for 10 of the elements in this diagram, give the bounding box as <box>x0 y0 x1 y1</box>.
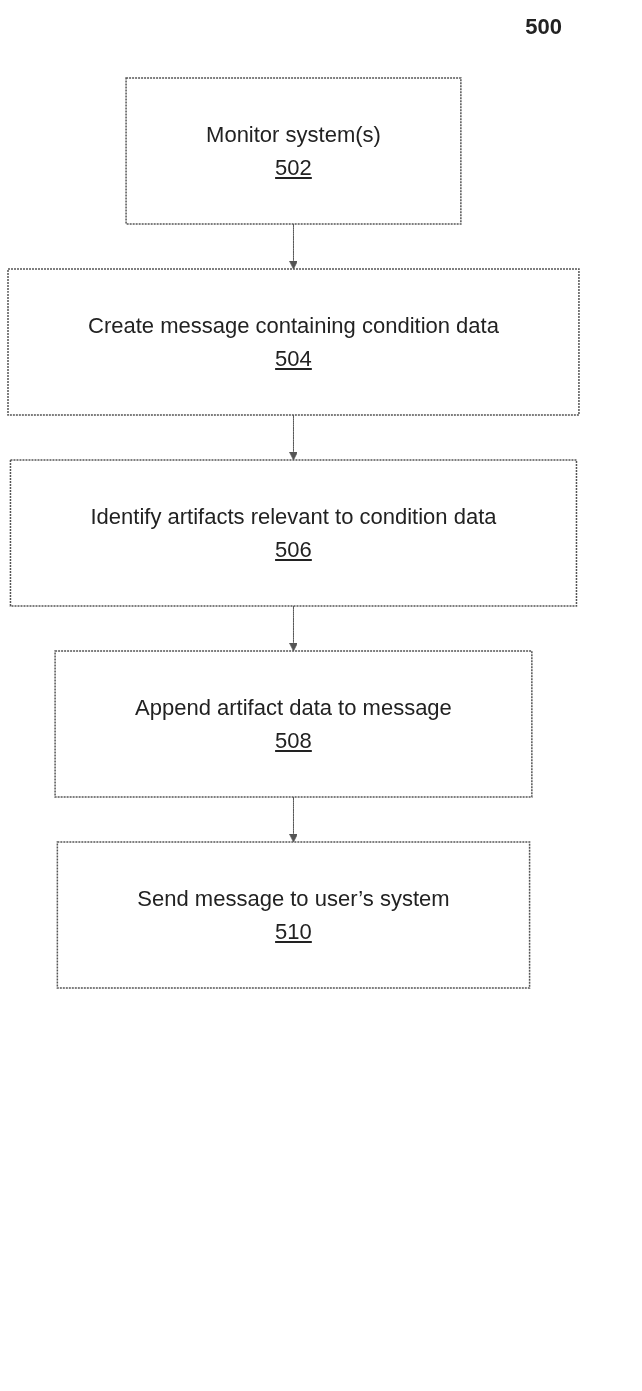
node-box: Create message containing condition data 504 <box>7 268 580 416</box>
arrow <box>289 414 298 461</box>
node-box: Monitor system(s) 502 <box>125 77 462 225</box>
node-box: Identify artifacts relevant to condition data 506 <box>9 459 578 607</box>
node-box: Send message to user’s system 510 <box>56 841 531 989</box>
node-box: Append artifact data to message 508 <box>54 650 533 798</box>
figure-number: 500 <box>525 14 562 40</box>
arrow <box>289 605 298 652</box>
arrow <box>289 223 298 270</box>
arrow <box>289 796 298 843</box>
